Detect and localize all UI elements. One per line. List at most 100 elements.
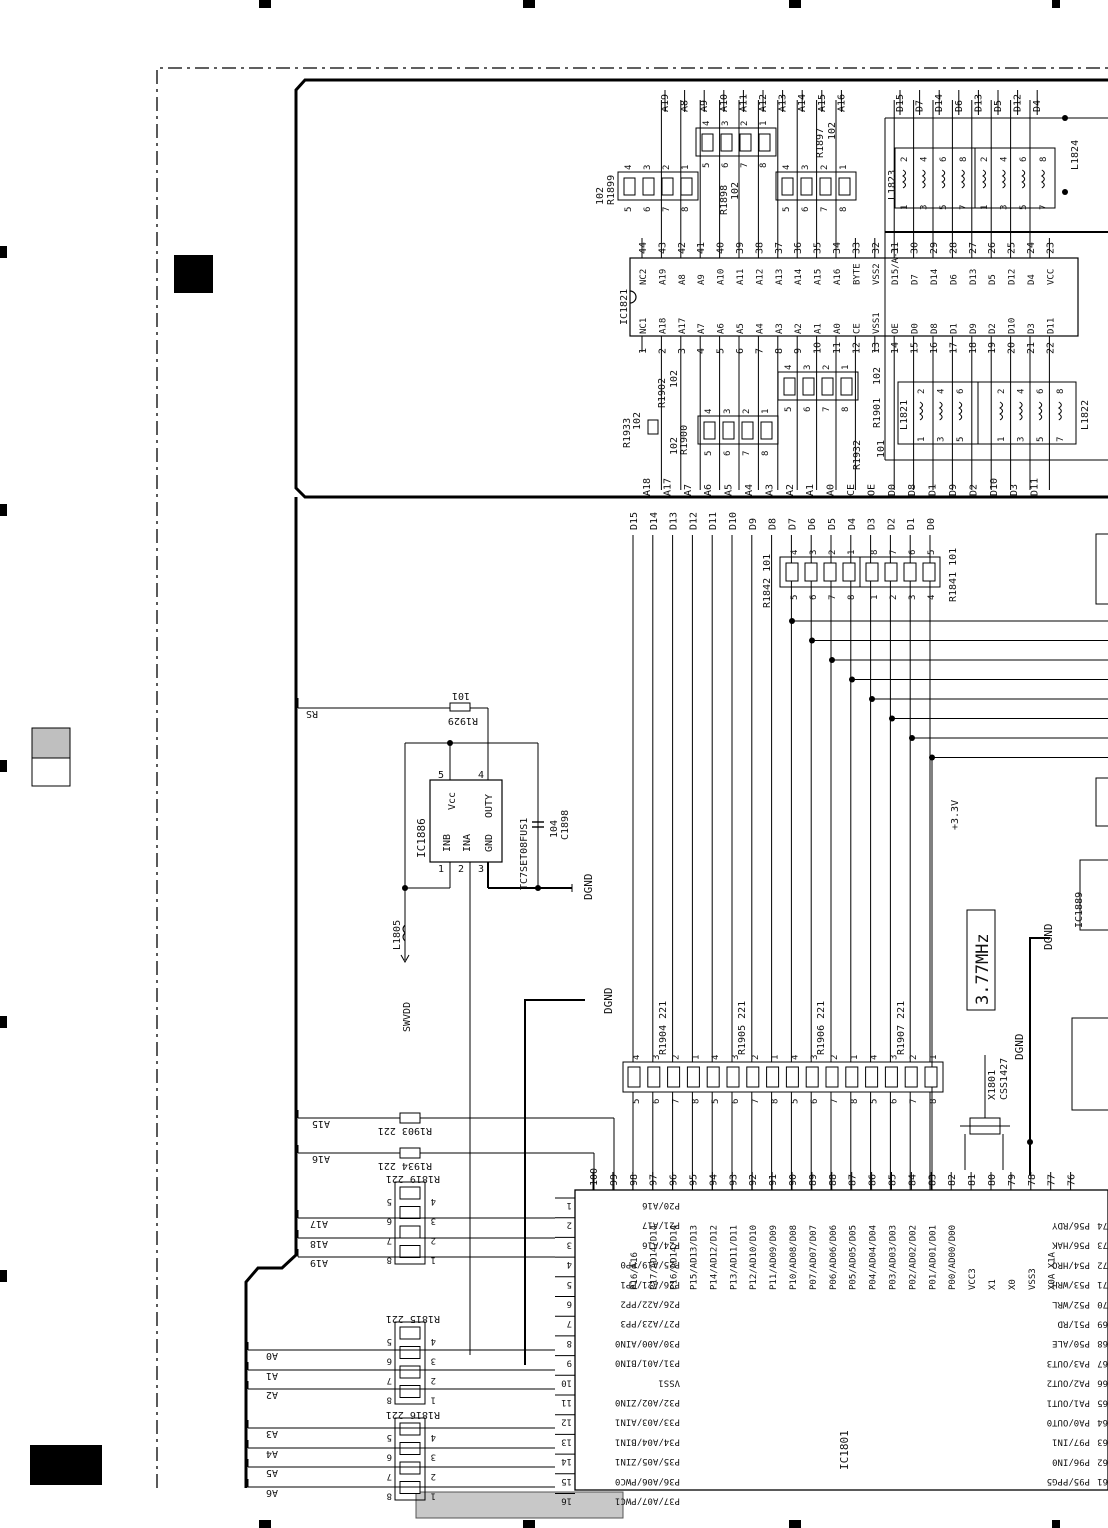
net-label: D10 xyxy=(728,512,739,530)
x1801-part: CSS1427 xyxy=(999,1058,1010,1100)
ic1821-pin-num: 7 xyxy=(754,348,765,354)
ic1801-pin-name-group: P53/WRH xyxy=(1052,1279,1090,1289)
net-label-group: D3 xyxy=(1009,484,1020,496)
ic1821-pin-num-group: 36 xyxy=(793,242,804,254)
ic1821-pin-num-group: 38 xyxy=(754,242,765,254)
r190x-element xyxy=(686,1066,700,1088)
ic1821-pin-name-group: A3 xyxy=(775,323,785,334)
page-marker-block xyxy=(30,1445,102,1485)
r1900-label-group: R1900 xyxy=(679,425,690,455)
net-label-group: D2 xyxy=(968,484,979,496)
ic1821-pin-name: A14 xyxy=(794,269,804,285)
net-label-group: D11 xyxy=(1030,478,1041,496)
ic1821-pin-name-group: D7 xyxy=(911,274,921,285)
ic1821-pin-num: 38 xyxy=(754,242,765,254)
ic1801-pin-num-group: 10 xyxy=(561,1377,572,1387)
ic1821-pin-num-group: 37 xyxy=(774,242,785,254)
l1823-label: L1823 xyxy=(887,170,898,200)
r1899-array-element xyxy=(661,177,674,196)
r1897-label-group: R1897 xyxy=(815,128,826,158)
resistor-pin-num: 6 xyxy=(801,207,811,212)
r1901-array-element xyxy=(821,377,834,396)
ic1801-pin-name: P56/RDY xyxy=(1051,1220,1090,1230)
ic1801-pin-name-group: P07/AD07/D07 xyxy=(809,1225,819,1290)
ic1821-pin-num: 18 xyxy=(968,342,979,354)
net-label: D11 xyxy=(708,512,719,530)
ic1821-pin-num: 17 xyxy=(948,342,959,354)
resistor-pin-num-group: 6 xyxy=(801,207,811,212)
ic1801-pin-num-group: 5 xyxy=(567,1279,572,1289)
ic1801-pin-name: PA0/OUT0 xyxy=(1047,1417,1090,1427)
resistor-pin-num: 1 xyxy=(771,1055,781,1060)
ic1886-pin-inb: INB xyxy=(442,834,453,852)
ic1801-pin-num: 69 xyxy=(1097,1319,1108,1329)
r1900-array-element xyxy=(703,421,716,440)
inductor-pin-num: 1 xyxy=(997,437,1007,442)
ic1801-pin-num-group: 88 xyxy=(828,1174,839,1186)
ic1801-pin-num: 78 xyxy=(1027,1174,1038,1186)
ic1801-pin-num-group: 94 xyxy=(708,1174,719,1186)
ic1801-pin-num-group: 100 xyxy=(589,1168,600,1186)
ic1821-pin-num-group: 30 xyxy=(910,242,921,254)
resistor-pin-num-group: 8 xyxy=(847,595,857,600)
ic1821-pin-name-group: A2 xyxy=(794,323,804,334)
reg-mark xyxy=(1052,0,1060,8)
resistor-pin-num-group: 5 xyxy=(702,163,712,168)
net-label: A4 xyxy=(266,1448,278,1459)
top-data-labels: D15D7D14D6D13D5D12D4 xyxy=(884,90,1108,461)
r1898-array-element xyxy=(701,133,714,152)
ic1821-pin-num-group: 26 xyxy=(987,242,998,254)
ic1821-pin-num: 16 xyxy=(929,342,940,354)
net-label: D9 xyxy=(948,484,959,496)
inductor-coil xyxy=(1057,401,1062,421)
ic1821-pin-num: 5 xyxy=(716,348,727,354)
l1824-body xyxy=(974,147,1056,209)
l1805-coil xyxy=(402,924,406,942)
net-label-group: A5 xyxy=(724,484,735,496)
ic1821-pin-name-group: A4 xyxy=(755,323,765,334)
resistor-pin-num-group: 6 xyxy=(721,163,731,168)
ic1801-pin-name: P02/AD02/D02 xyxy=(908,1225,918,1290)
ic1821-pin-num: 28 xyxy=(948,242,959,254)
ic1821-pin-num: 14 xyxy=(890,342,901,354)
resistor-pin-num: 3 xyxy=(431,1356,436,1366)
ic1821-pin-num: 20 xyxy=(1007,342,1018,354)
ic1821-pin-num-group: 18 xyxy=(968,342,979,354)
net-label: D1 xyxy=(906,518,917,530)
ic1821-pin-name-group: D8 xyxy=(930,323,940,334)
ic1801-pin-name-group: P06/AD06/D06 xyxy=(829,1225,839,1290)
r1842-element xyxy=(823,562,837,582)
resistor-pin-num: 4 xyxy=(431,1336,436,1346)
net-label: A1 xyxy=(805,484,816,496)
resistor-pin-num: 3 xyxy=(723,409,733,414)
resistor-pin-num-group: 5 xyxy=(870,1099,880,1104)
resistor-pin-num: 5 xyxy=(870,1099,880,1104)
ic1801-pin-num: 74 xyxy=(1097,1220,1108,1230)
resistor-pin-num: 7 xyxy=(889,550,899,555)
ic1821-pin-num-group: 29 xyxy=(929,242,940,254)
ic1821-pin-name: D10 xyxy=(1008,318,1018,334)
resistor-pin-num: 3 xyxy=(652,1055,662,1060)
ic1821-pin-num-group: 42 xyxy=(677,242,688,254)
resistor-pin-num-group: 2 xyxy=(820,165,830,170)
resistor-pin-num-group: 2 xyxy=(889,595,899,600)
ic1821-pin-num-group: 28 xyxy=(948,242,959,254)
ic1821-pin-num: 21 xyxy=(1026,342,1037,354)
ic1801-pin-num: 87 xyxy=(848,1174,859,1186)
resistor-pin-num-group: 6 xyxy=(731,1099,741,1104)
resistor-pin-num-group: 7 xyxy=(828,595,838,600)
resistor-pin-num: 4 xyxy=(927,595,937,600)
resistor-pin-num: 1 xyxy=(691,1055,701,1060)
net-label-group: D1 xyxy=(906,518,917,530)
ic1801-pin-name-group: PA2/OUT2 xyxy=(1047,1378,1090,1388)
inductor-pin-num-group: 5 xyxy=(939,205,949,210)
resistor-pin-num-group: 4 xyxy=(711,1055,721,1060)
junction-dot xyxy=(1062,189,1068,195)
ic1821-pin-num-group: 10 xyxy=(813,342,824,354)
ic1801-pin-name: P17/AD14/D14 xyxy=(650,1225,660,1290)
net-label: D2 xyxy=(886,518,897,530)
r190x-element xyxy=(667,1066,681,1088)
inductor-pin-num-group: 8 xyxy=(1039,157,1049,162)
